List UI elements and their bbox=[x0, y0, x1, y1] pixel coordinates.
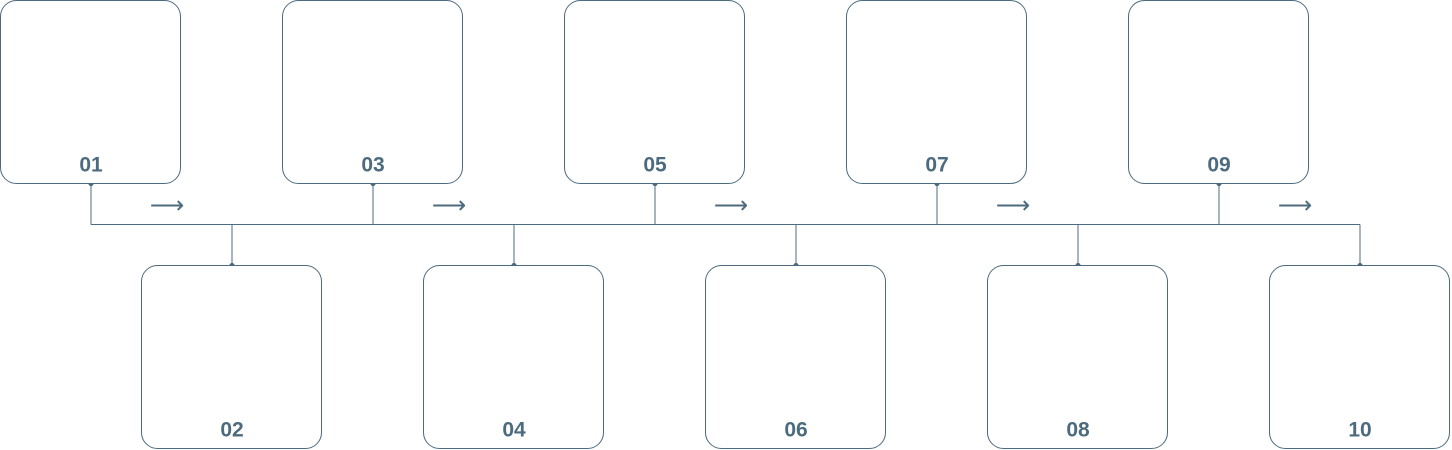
flow-arrows: ⟶ ⟶ ⟶ ⟶ ⟶ bbox=[150, 191, 1312, 219]
step-box bbox=[1269, 265, 1450, 449]
step-number: 04 bbox=[502, 419, 526, 442]
step-card-03: 03 bbox=[282, 0, 463, 184]
arrow-right-icon: ⟶ bbox=[432, 191, 466, 219]
step-number: 01 bbox=[79, 154, 103, 177]
step-card-02: 02 bbox=[141, 265, 322, 449]
step-number: 05 bbox=[643, 154, 667, 177]
arrow-right-icon: ⟶ bbox=[996, 191, 1030, 219]
step-number: 02 bbox=[220, 419, 243, 442]
step-box bbox=[141, 265, 322, 449]
step-card-01: 01 bbox=[0, 0, 181, 184]
step-box bbox=[423, 265, 604, 449]
step-box bbox=[987, 265, 1168, 449]
step-box bbox=[846, 0, 1027, 184]
step-number: 07 bbox=[925, 154, 948, 177]
step-card-05: 05 bbox=[564, 0, 745, 184]
arrow-right-icon: ⟶ bbox=[714, 191, 748, 219]
step-box bbox=[282, 0, 463, 184]
step-card-07: 07 bbox=[846, 0, 1027, 184]
step-box bbox=[0, 0, 181, 184]
step-card-06: 06 bbox=[705, 265, 886, 449]
step-number: 03 bbox=[361, 154, 384, 177]
step-card-08: 08 bbox=[987, 265, 1168, 449]
step-box bbox=[705, 265, 886, 449]
step-card-10: 10 bbox=[1269, 265, 1450, 449]
step-number: 08 bbox=[1066, 419, 1090, 442]
step-number: 10 bbox=[1348, 419, 1371, 442]
step-number: 09 bbox=[1207, 154, 1230, 177]
arrow-right-icon: ⟶ bbox=[150, 191, 184, 219]
step-number: 06 bbox=[784, 419, 807, 442]
step-card-04: 04 bbox=[423, 265, 604, 449]
arrow-right-icon: ⟶ bbox=[1278, 191, 1312, 219]
step-box bbox=[564, 0, 745, 184]
step-card-09: 09 bbox=[1128, 0, 1309, 184]
step-box bbox=[1128, 0, 1309, 184]
